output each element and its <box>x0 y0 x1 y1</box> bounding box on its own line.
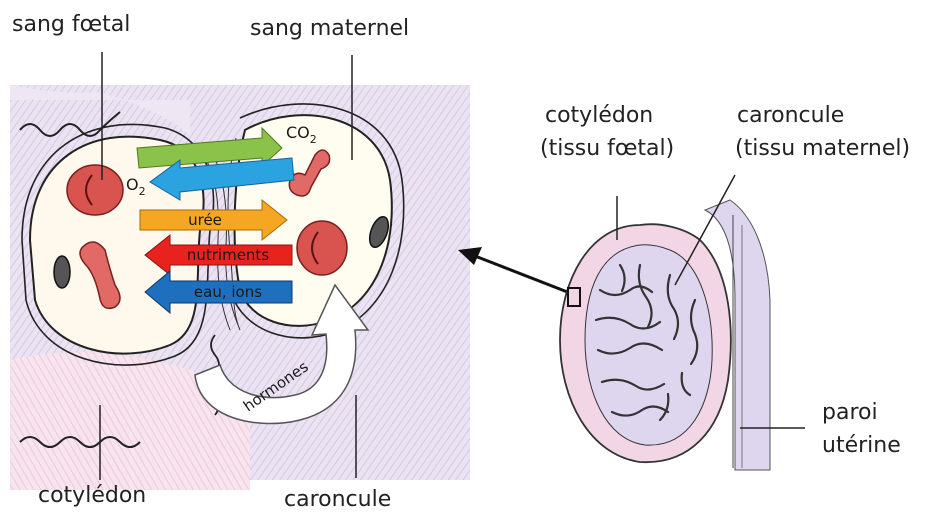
caroncule-tissu-line1: caroncule <box>735 103 910 128</box>
cotyledon-tissu-label: cotylédon (tissu fœtal) <box>540 103 674 162</box>
zoom-arrow <box>458 247 570 293</box>
paroi-uterine-label: paroi utérine <box>822 400 901 459</box>
uree-label: urée <box>188 211 222 229</box>
sang-maternel-label: sang maternel <box>250 16 409 41</box>
caroncule-tissu-label: caroncule (tissu maternel) <box>735 103 910 162</box>
sang-foetal-label: sang fœtal <box>12 12 130 37</box>
fetal-red-blood-cell <box>67 165 123 215</box>
paroi-line: paroi <box>822 400 901 425</box>
eau-ions-label: eau, ions <box>194 283 262 301</box>
maternal-red-blood-cell <box>297 221 347 275</box>
caroncule-bottom-label: caroncule <box>284 487 391 512</box>
nutriments-label: nutriments <box>187 246 269 264</box>
cotyledon-tissu-line2: (tissu fœtal) <box>540 136 674 161</box>
cotyledon-bottom-label: cotylédon <box>38 483 146 508</box>
cotyledon-tissu-line1: cotylédon <box>540 103 674 128</box>
uterine-line: utérine <box>822 433 901 458</box>
placentome-overview <box>560 175 805 470</box>
caroncule-tissu-line2: (tissu maternel) <box>735 136 910 161</box>
exchange-detail-view: CO2 O2 urée nutriments eau, ions hormone… <box>10 52 470 490</box>
